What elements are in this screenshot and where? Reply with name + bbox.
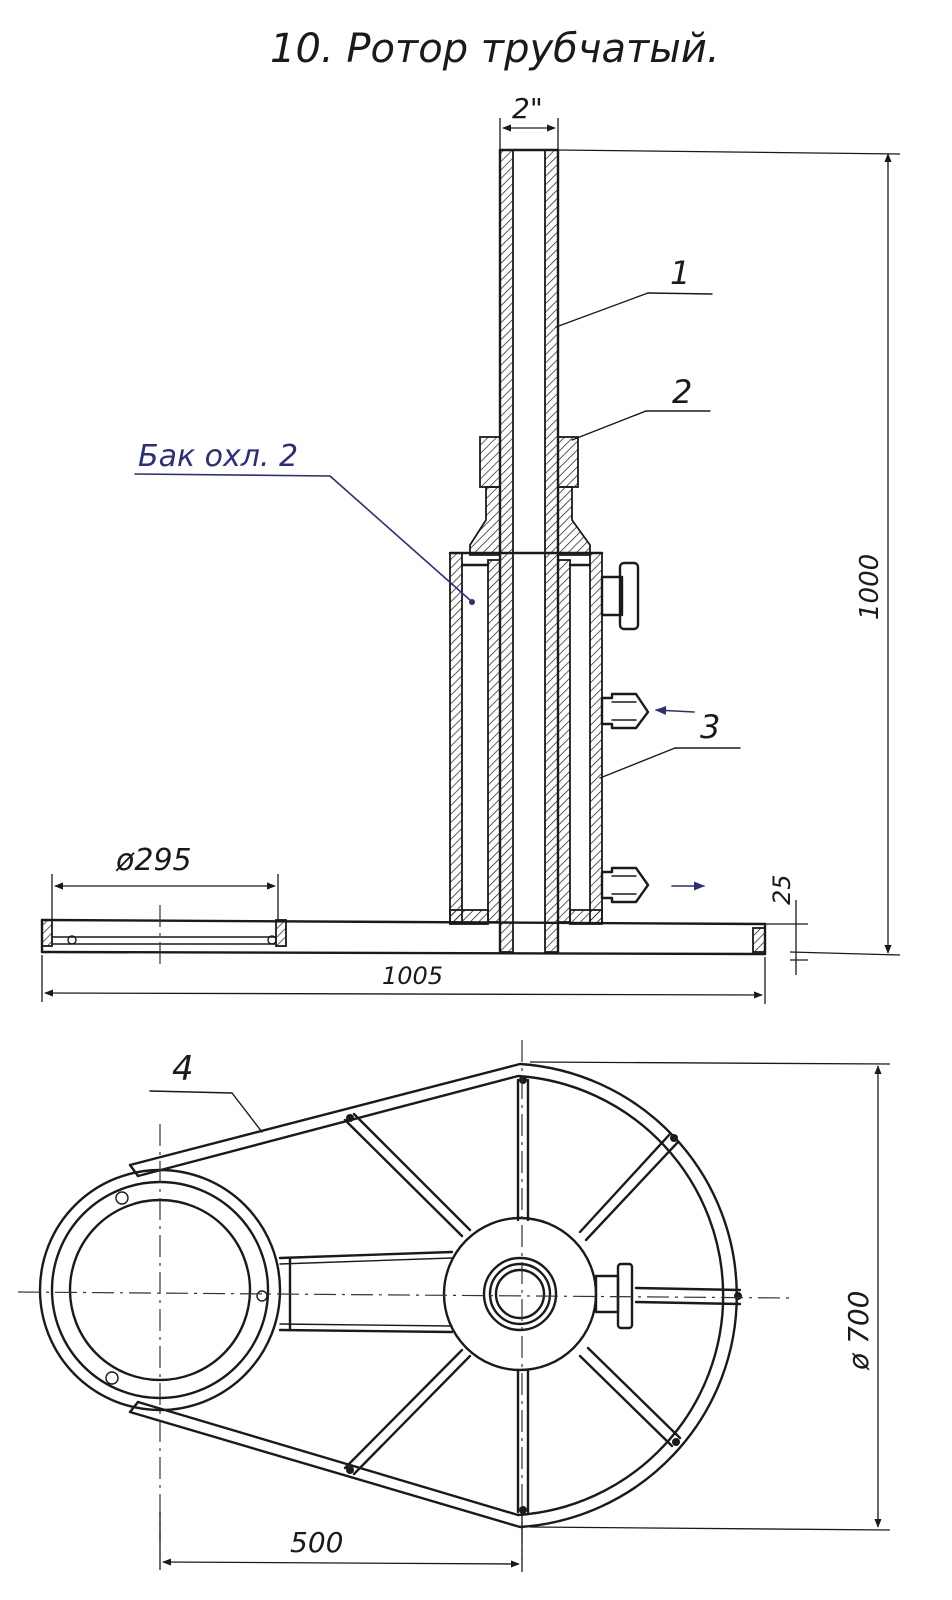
wheel-spokes — [343, 1076, 742, 1514]
central-hub — [442, 1216, 634, 1372]
flange-dia-label: ø295 — [115, 843, 192, 878]
tank-label: Бак охл. 2 — [138, 439, 298, 474]
callout-4-label: 4 — [172, 1049, 194, 1089]
drawing-title: 10. Ротор трубчатый. — [270, 26, 720, 72]
dim-pipe-size: 2" — [499, 92, 559, 150]
dim-wheel-diameter: ø 700 — [529, 1061, 891, 1531]
spacing-dim-label: 500 — [290, 1526, 343, 1559]
side-valve — [600, 561, 640, 631]
base-thickness-label: 25 — [768, 874, 796, 905]
base-plate — [40, 905, 767, 965]
callout-3-label: 3 — [700, 708, 720, 746]
dim-base-length: 1005 — [41, 955, 766, 1004]
central-pipe — [498, 148, 560, 954]
callout-2: 2 — [571, 373, 711, 441]
callout-1-label: 1 — [670, 254, 690, 292]
inlet-arrow — [654, 706, 695, 716]
tank-callout: Бак охл. 2 — [134, 439, 475, 605]
callout-3: 3 — [599, 708, 741, 779]
dim-base-thickness: 25 — [765, 874, 808, 975]
wheel-dia-label: ø 700 — [842, 1291, 875, 1371]
inlet-nipple — [600, 692, 650, 730]
coupling-nut — [469, 436, 591, 556]
callout-1: 1 — [555, 254, 713, 328]
base-length-label: 1005 — [382, 962, 443, 990]
callout-4: 4 — [149, 1049, 263, 1133]
pipe-size-label: 2" — [512, 92, 543, 125]
outlet-nipple — [600, 866, 650, 904]
cooling-jacket — [448, 551, 604, 925]
plan-view: 4 500 ø 700 — [17, 1040, 891, 1572]
dim-flange-diameter: ø295 — [51, 843, 279, 920]
dim-center-spacing: 500 — [159, 1512, 523, 1572]
dim-height: 1000 — [557, 149, 901, 956]
connecting-arm — [278, 1250, 454, 1334]
callout-2-label: 2 — [672, 373, 692, 411]
elevation-view: 2" 1000 25 1005 ø295 — [40, 92, 901, 1004]
height-dim-label: 1000 — [855, 554, 885, 620]
